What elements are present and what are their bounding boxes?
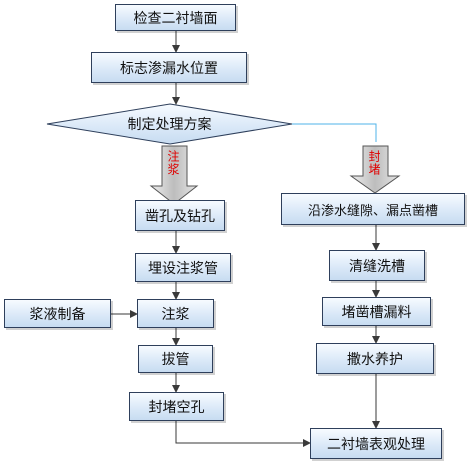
node-check-wall-label: 检查二衬墙面 (133, 10, 218, 27)
branch-right-label: 封堵 (367, 150, 381, 176)
node-plug-groove: 堵凿槽漏料 (322, 297, 431, 326)
node-clean-groove-label: 清缝洗槽 (349, 258, 405, 275)
node-mark-leak: 标志渗漏水位置 (91, 52, 247, 83)
right-branch-connector (292, 123, 377, 142)
node-seal-holes: 封堵空孔 (129, 392, 224, 421)
node-spray-cure-label: 撒水养护 (347, 351, 403, 368)
node-chisel-groove-label: 沿渗水缝隙、漏点凿槽 (307, 203, 438, 219)
node-pull-pipe-label: 拔管 (161, 352, 190, 368)
left-branch-block-arrow (149, 145, 199, 205)
node-grout-label: 注浆 (161, 306, 190, 323)
node-prepare-slurry-label: 浆液制备 (29, 306, 86, 323)
node-grout: 注浆 (137, 299, 214, 328)
arrow-seal-to-finish (175, 421, 311, 447)
node-embed-pipe-label: 埋设注浆管 (148, 260, 218, 277)
node-check-wall: 检查二衬墙面 (115, 4, 236, 31)
node-clean-groove: 清缝洗槽 (329, 250, 425, 281)
node-chisel-groove: 沿渗水缝隙、漏点凿槽 (281, 193, 465, 225)
node-chisel-drill-label: 凿孔及钻孔 (145, 208, 215, 225)
node-finish: 二衬墙表观处理 (310, 428, 442, 459)
node-decide-label: 制定处理方案 (127, 117, 212, 133)
node-embed-pipe: 埋设注浆管 (135, 253, 231, 282)
right-branch-block-arrow (349, 145, 401, 194)
node-plug-groove-label: 堵凿槽漏料 (341, 304, 412, 321)
branch-left-label: 注浆 (166, 150, 180, 176)
node-chisel-drill: 凿孔及钻孔 (135, 200, 225, 231)
node-seal-holes-label: 封堵空孔 (148, 399, 205, 416)
node-mark-leak-label: 标志渗漏水位置 (120, 60, 218, 77)
decision-diamond (46, 103, 293, 145)
node-prepare-slurry: 浆液制备 (4, 299, 111, 328)
node-finish-label: 二衬墙表观处理 (327, 436, 425, 453)
node-spray-cure: 撒水养护 (316, 343, 434, 374)
node-pull-pipe: 拔管 (138, 345, 213, 373)
